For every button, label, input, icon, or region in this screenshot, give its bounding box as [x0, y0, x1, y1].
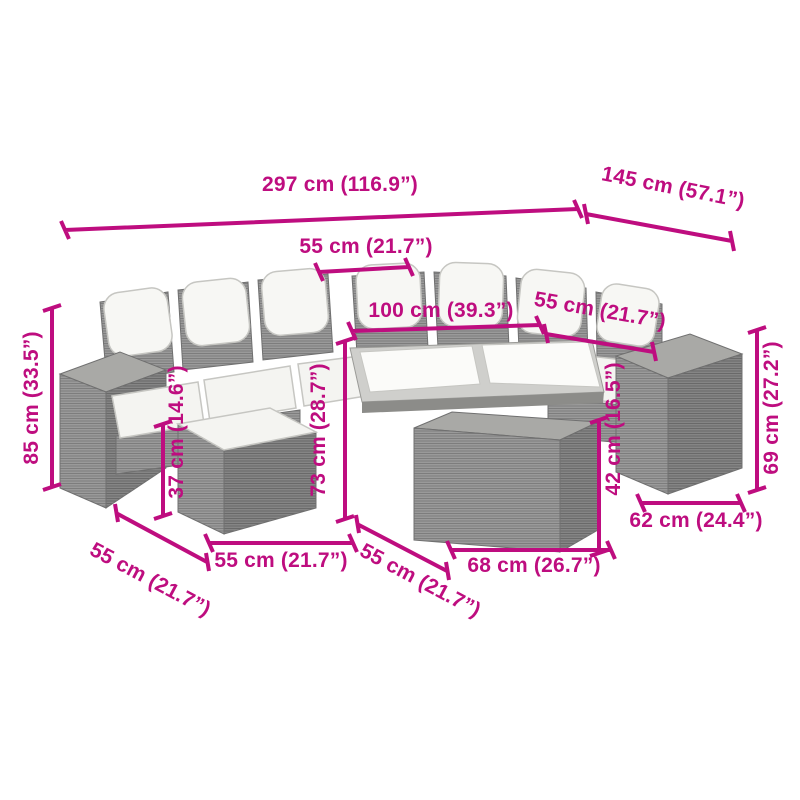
- dim-line-total-width: [59, 199, 584, 240]
- dim-line-seat-height: [153, 419, 173, 521]
- back-cushion: [596, 283, 660, 347]
- dim-line-seat-depth-mid: [354, 514, 451, 581]
- dim-line-seat-depth-left: [113, 503, 211, 572]
- ottoman: [175, 407, 319, 535]
- dim-label-side-depth: 62 cm (24.4”): [629, 509, 763, 532]
- ottoman-cushion: [175, 407, 319, 451]
- dim-line-total-depth: [582, 203, 736, 252]
- dim-line-back-cushion: [313, 257, 415, 282]
- dim-line-table-width: [346, 315, 546, 341]
- table-top-edge: [362, 392, 604, 413]
- back-cushion: [260, 267, 330, 337]
- dim-label-back-cushion: 55 cm (21.7”): [299, 235, 433, 258]
- dim-label-armrest-height: 69 cm (27.2”): [760, 341, 783, 475]
- dim-line-seat-width-left: [203, 533, 359, 553]
- table: [349, 339, 605, 553]
- dim-line-backrest-height: [335, 336, 355, 524]
- dim-line-table-length: [445, 540, 617, 560]
- back-cushions: [103, 261, 660, 357]
- dim-line-seat-right: [542, 323, 658, 362]
- dim-label-height-total: 85 cm (33.5”): [20, 331, 43, 465]
- dim-line-side-depth: [635, 493, 747, 513]
- dim-label-seat-height: 37 cm (14.6”): [165, 365, 188, 499]
- back-cushion: [103, 287, 173, 357]
- dim-label-seat-width-left: 55 cm (21.7”): [214, 549, 348, 572]
- dim-line-height-total: [42, 303, 62, 492]
- dim-label-table-height: 42 cm (16.5”): [602, 362, 625, 496]
- dim-label-backrest-height: 73 cm (28.7”): [307, 363, 330, 497]
- table-glass-left: [359, 345, 481, 393]
- dim-label-table-length: 68 cm (26.7”): [467, 554, 601, 577]
- right-armrest: [614, 333, 744, 495]
- dim-label-total-width: 297 cm (116.9”): [262, 173, 418, 196]
- dim-line-armrest-height: [747, 325, 767, 495]
- dim-label-table-width: 100 cm (39.3”): [368, 299, 514, 322]
- table-glass-right: [481, 341, 601, 388]
- seat-cushion: [203, 365, 297, 423]
- back-cushion: [181, 277, 251, 347]
